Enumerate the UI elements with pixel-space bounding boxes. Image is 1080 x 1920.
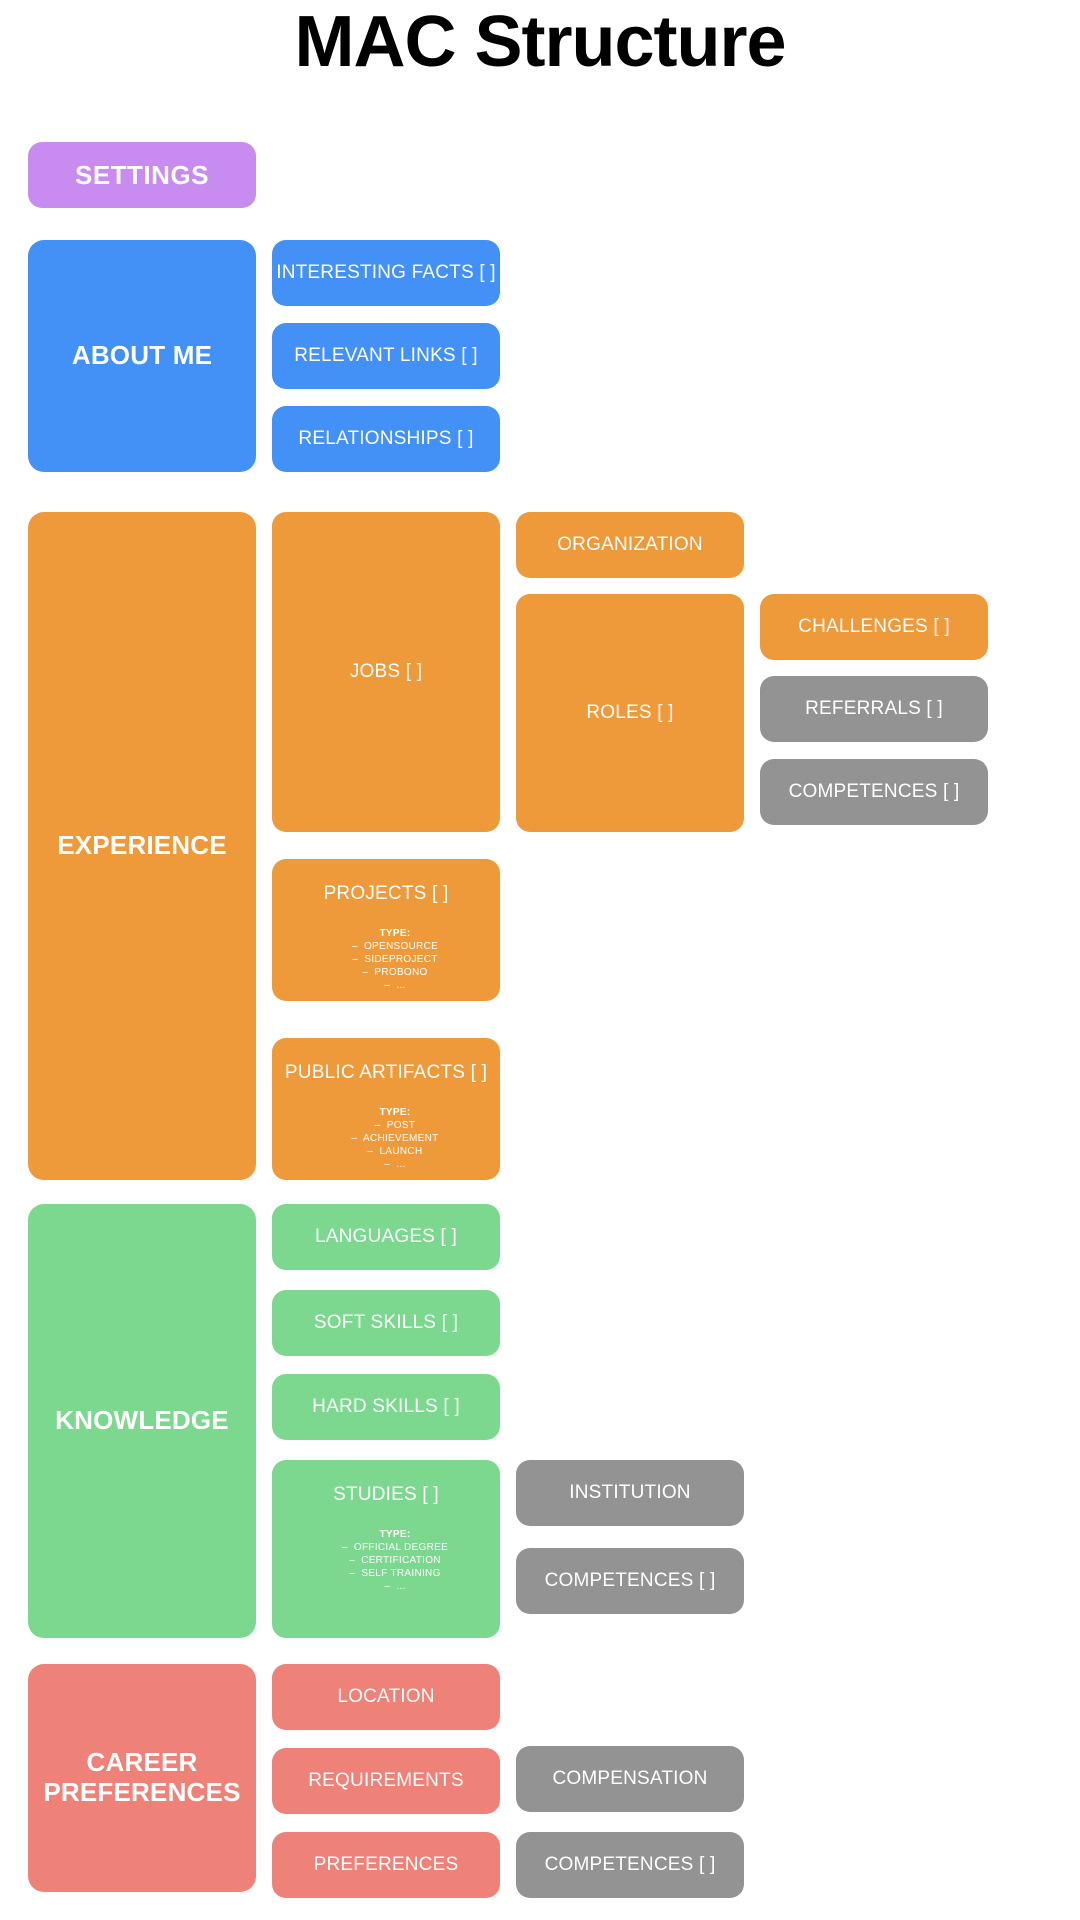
preferences-label: PREFERENCES — [313, 1854, 459, 1875]
projects-label: PROJECTS [ ] — [323, 883, 449, 904]
compensation-label: COMPENSATION — [552, 1768, 708, 1789]
projects-type-item: – OPENSOURCE — [351, 941, 439, 952]
career-competences-label: COMPETENCES [ ] — [544, 1854, 716, 1875]
challenges-card[interactable]: CHALLENGES [ ] — [760, 594, 988, 660]
roles-card[interactable]: ROLES [ ] — [516, 594, 744, 832]
studies-label: STUDIES [ ] — [333, 1484, 439, 1505]
experience-competences-card[interactable]: COMPETENCES [ ] — [760, 759, 988, 825]
public-artifacts-type-item: – ... — [384, 1159, 406, 1170]
interesting-facts-label: INTERESTING FACTS [ ] — [276, 262, 496, 283]
projects-type-item: – PROBONO — [362, 967, 428, 978]
about-me-label: ABOUT ME — [71, 340, 213, 371]
roles-label: ROLES [ ] — [586, 702, 674, 723]
knowledge-competences-label: COMPETENCES [ ] — [544, 1570, 716, 1591]
requirements-label: REQUIREMENTS — [308, 1770, 464, 1791]
page-title: MAC Structure — [294, 2, 786, 82]
studies-type-item: – CERTIFICATION — [349, 1555, 441, 1566]
hard-skills-label: HARD SKILLS [ ] — [312, 1396, 460, 1417]
institution-card[interactable]: INSTITUTION — [516, 1460, 744, 1526]
public-artifacts-type-header: TYPE: — [379, 1107, 411, 1118]
languages-card[interactable]: LANGUAGES [ ] — [272, 1204, 500, 1270]
public-artifacts-type-item: – LAUNCH — [367, 1146, 423, 1157]
studies-type-item: – SELF TRAINING — [349, 1568, 441, 1579]
studies-type-item: – ... — [384, 1581, 406, 1592]
projects-type-list: TYPE: – OPENSOURCE – SIDEPROJECT – PROBO… — [290, 927, 500, 992]
compensation-card[interactable]: COMPENSATION — [516, 1746, 744, 1812]
organization-label: ORGANIZATION — [557, 534, 703, 555]
about-me-card[interactable]: ABOUT ME — [28, 240, 256, 472]
public-artifacts-label: PUBLIC ARTIFACTS [ ] — [284, 1062, 488, 1083]
projects-type-header: TYPE: — [379, 928, 411, 939]
relationships-label: RELATIONSHIPS [ ] — [298, 428, 474, 449]
hard-skills-card[interactable]: HARD SKILLS [ ] — [272, 1374, 500, 1440]
jobs-label: JOBS [ ] — [349, 661, 423, 682]
studies-type-list: TYPE: – OFFICIAL DEGREE – CERTIFICATION … — [290, 1528, 500, 1593]
career-preferences-card[interactable]: CAREER PREFERENCES — [28, 1664, 256, 1892]
projects-card[interactable]: PROJECTS [ ] TYPE: – OPENSOURCE – SIDEPR… — [272, 859, 500, 1001]
interesting-facts-card[interactable]: INTERESTING FACTS [ ] — [272, 240, 500, 306]
projects-type-item: – SIDEPROJECT — [352, 954, 438, 965]
challenges-label: CHALLENGES [ ] — [798, 616, 950, 637]
knowledge-label: KNOWLEDGE — [55, 1405, 229, 1436]
referrals-label: REFERRALS [ ] — [805, 698, 943, 719]
career-preferences-label: CAREER PREFERENCES — [43, 1747, 241, 1807]
public-artifacts-type-item: – POST — [374, 1120, 416, 1131]
public-artifacts-type-list: TYPE: – POST – ACHIEVEMENT – LAUNCH – ..… — [290, 1106, 500, 1171]
studies-type-item: – OFFICIAL DEGREE — [341, 1542, 449, 1553]
languages-label: LANGUAGES [ ] — [315, 1226, 457, 1247]
studies-card[interactable]: STUDIES [ ] TYPE: – OFFICIAL DEGREE – CE… — [272, 1460, 500, 1638]
organization-card[interactable]: ORGANIZATION — [516, 512, 744, 578]
relevant-links-label: RELEVANT LINKS [ ] — [294, 345, 478, 366]
experience-competences-label: COMPETENCES [ ] — [788, 781, 960, 802]
experience-card[interactable]: EXPERIENCE — [28, 512, 256, 1180]
studies-type-header: TYPE: — [379, 1529, 411, 1540]
public-artifacts-card[interactable]: PUBLIC ARTIFACTS [ ] TYPE: – POST – ACHI… — [272, 1038, 500, 1180]
settings-card[interactable]: SETTINGS — [28, 142, 256, 208]
settings-label: SETTINGS — [74, 159, 209, 190]
relevant-links-card[interactable]: RELEVANT LINKS [ ] — [272, 323, 500, 389]
location-card[interactable]: LOCATION — [272, 1664, 500, 1730]
knowledge-card[interactable]: KNOWLEDGE — [28, 1204, 256, 1638]
preferences-card[interactable]: PREFERENCES — [272, 1832, 500, 1898]
career-competences-card[interactable]: COMPETENCES [ ] — [516, 1832, 744, 1898]
jobs-card[interactable]: JOBS [ ] — [272, 512, 500, 832]
location-label: LOCATION — [337, 1686, 435, 1707]
relationships-card[interactable]: RELATIONSHIPS [ ] — [272, 406, 500, 472]
soft-skills-label: SOFT SKILLS [ ] — [313, 1312, 459, 1333]
knowledge-competences-card[interactable]: COMPETENCES [ ] — [516, 1548, 744, 1614]
experience-label: EXPERIENCE — [57, 830, 227, 861]
public-artifacts-type-item: – ACHIEVEMENT — [351, 1133, 439, 1144]
projects-type-item: – ... — [384, 980, 406, 991]
soft-skills-card[interactable]: SOFT SKILLS [ ] — [272, 1290, 500, 1356]
referrals-card[interactable]: REFERRALS [ ] — [760, 676, 988, 742]
requirements-card[interactable]: REQUIREMENTS — [272, 1748, 500, 1814]
institution-label: INSTITUTION — [569, 1482, 691, 1503]
